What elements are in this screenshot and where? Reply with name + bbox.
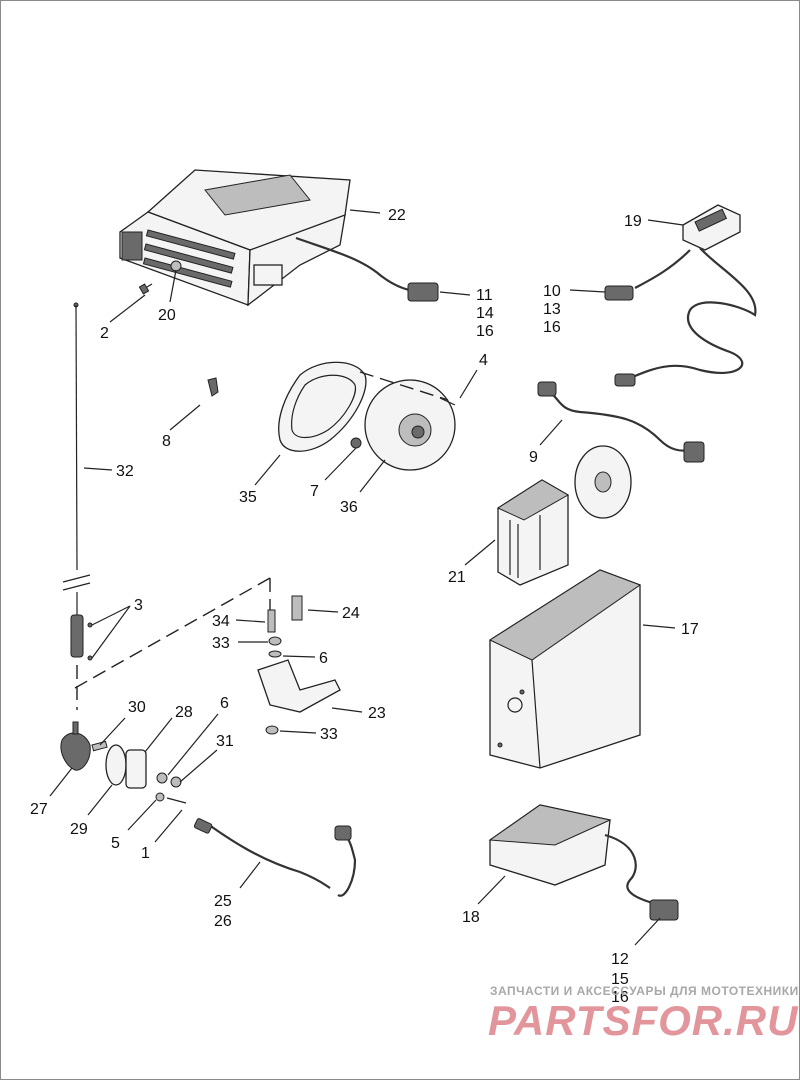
cd-changer-17 <box>488 569 642 769</box>
callout-15: 15 <box>611 971 629 988</box>
callout-20: 20 <box>158 307 176 324</box>
callout-27: 27 <box>30 801 48 818</box>
callout-10: 10 <box>543 283 561 300</box>
cable-9 <box>549 391 693 452</box>
callout-28: 28 <box>175 704 193 721</box>
spacer-24 <box>291 595 303 621</box>
callout-6-b: 6 <box>220 695 229 712</box>
callout-11: 11 <box>476 287 493 304</box>
callout-16-a: 16 <box>476 323 494 340</box>
stud-34 <box>267 609 276 633</box>
module-18 <box>488 804 612 886</box>
watermark-brand: PARTSFOR.RU <box>488 997 799 1044</box>
callout-1: 1 <box>141 845 150 862</box>
callout-21: 21 <box>448 569 466 586</box>
washer-5 <box>155 792 165 802</box>
washer-33-upper <box>268 636 282 646</box>
radio-connector <box>407 282 439 302</box>
callout-17: 17 <box>681 621 699 638</box>
callout-22: 22 <box>388 207 406 224</box>
callout-31: 31 <box>216 733 234 750</box>
callout-18: 18 <box>462 909 480 926</box>
callout-30: 30 <box>128 699 146 716</box>
leader-lines <box>49 209 684 946</box>
callout-33-a: 33 <box>212 635 230 652</box>
gasket-29 <box>105 744 127 786</box>
callout-35: 35 <box>239 489 257 506</box>
callout-7: 7 <box>310 483 319 500</box>
callout-24: 24 <box>342 605 360 622</box>
callout-25: 25 <box>214 893 232 910</box>
callout-5: 5 <box>111 835 120 852</box>
watermark-tagline: ЗАПЧАСТИ И АКСЕССУАРЫ ДЛЯ МОТОТЕХНИКИ <box>490 984 799 998</box>
antenna-mast-32 <box>62 302 91 658</box>
cd-magazine-21 <box>496 479 570 586</box>
antenna-base-27 <box>60 721 91 771</box>
radio-unit-22 <box>119 169 351 307</box>
cable-9-end-b <box>683 441 705 463</box>
callout-16-b: 16 <box>543 319 561 336</box>
callout-4: 4 <box>479 352 488 369</box>
antenna-assembly-line <box>74 577 271 710</box>
callout-32: 32 <box>116 463 134 480</box>
callout-29: 29 <box>70 821 88 838</box>
cable-9-end-a <box>537 381 557 397</box>
callout-3: 3 <box>134 597 143 614</box>
callout-16-c: 16 <box>611 989 629 1006</box>
callout-2: 2 <box>100 325 109 342</box>
control-connector-10 <box>604 285 634 301</box>
compact-disc <box>574 445 632 519</box>
callout-6-a: 6 <box>319 650 328 667</box>
callout-23: 23 <box>368 705 386 722</box>
washer-6-upper <box>268 650 282 658</box>
nut-31 <box>170 776 182 788</box>
callout-13: 13 <box>543 301 561 318</box>
speaker-36 <box>364 379 456 471</box>
plate-28 <box>125 749 147 789</box>
callout-26: 26 <box>214 913 232 930</box>
control-unit-19 <box>682 204 741 251</box>
module-connector-12 <box>649 899 679 921</box>
control-cable-19 <box>629 247 757 380</box>
antenna-plug <box>193 818 213 834</box>
callout-36: 36 <box>340 499 358 516</box>
nut-7 <box>350 437 362 449</box>
antenna-cable-25 <box>204 821 357 897</box>
screw-2 <box>138 283 153 295</box>
screw-4 <box>439 397 456 406</box>
stud-30 <box>91 740 108 752</box>
callout-34: 34 <box>212 613 230 630</box>
callout-8: 8 <box>162 433 171 450</box>
callout-14: 14 <box>476 305 494 322</box>
callout-12: 12 <box>611 951 629 968</box>
speaker-grille-35 <box>278 361 367 452</box>
bracket-23 <box>257 659 341 713</box>
callout-19: 19 <box>624 213 642 230</box>
control-connector-end <box>614 373 636 387</box>
washer-6-lower <box>156 772 168 784</box>
screw-1 <box>166 797 187 804</box>
clip-8 <box>207 377 219 397</box>
callout-33-b: 33 <box>320 726 338 743</box>
washer-33-lower <box>265 725 279 735</box>
callout-9: 9 <box>529 449 538 466</box>
module-cable-18 <box>604 833 661 907</box>
antenna-socket <box>334 825 352 841</box>
